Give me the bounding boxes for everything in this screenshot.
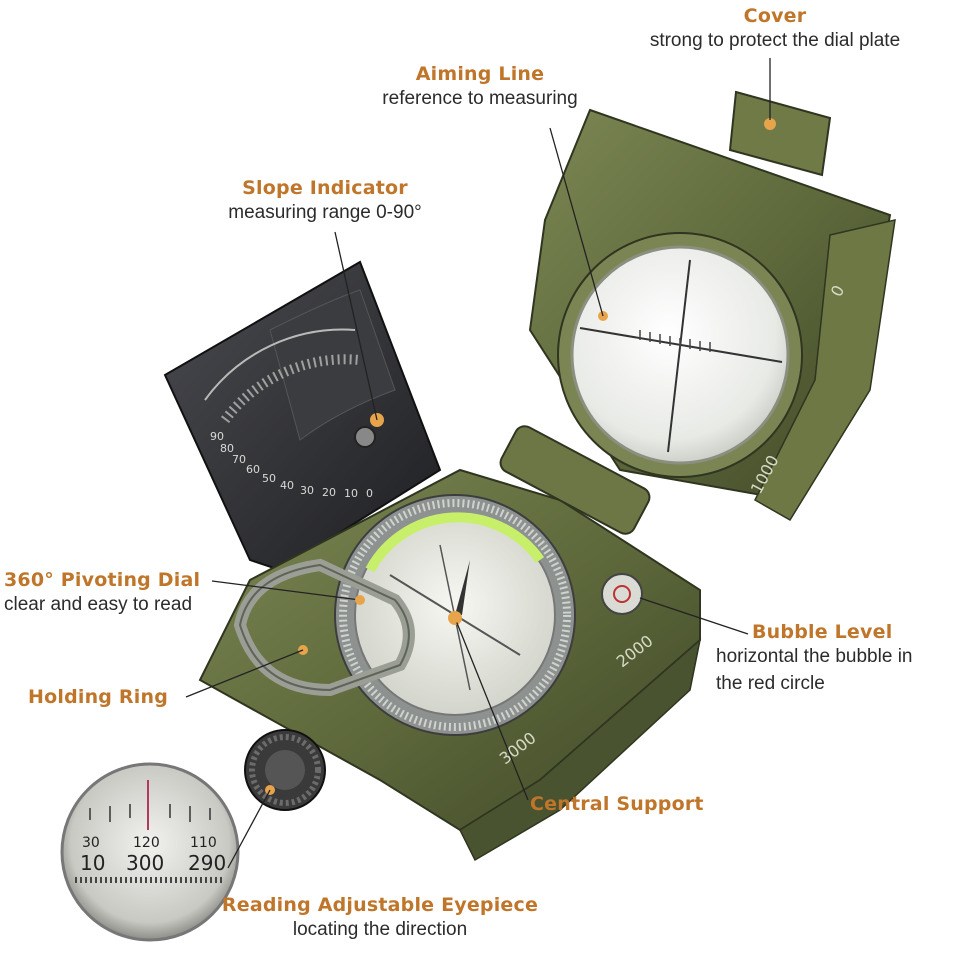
- callout-bubble-level-title: Bubble Level: [752, 621, 893, 643]
- callout-aiming-line-title: Aiming Line: [415, 63, 545, 85]
- clino-label-80: 80: [220, 442, 234, 455]
- eye-bottom-10: 10: [80, 851, 105, 875]
- callout-slope-indicator-title: Slope Indicator: [242, 177, 408, 199]
- callout-holding-ring-title: Holding Ring: [28, 686, 168, 708]
- clino-label-70: 70: [232, 453, 246, 466]
- callout-pivoting-dial-title: 360° Pivoting Dial: [4, 569, 201, 591]
- callout-bubble-level-desc-2: the red circle: [716, 673, 825, 694]
- eyepiece-scale: 30 120 110 10 300 290: [80, 835, 226, 875]
- leader-lines: [185, 58, 771, 869]
- callout-cover-title: Cover: [743, 5, 807, 27]
- clinometer-scale: 90 80 70 60 50 40 30 20 10 0: [210, 430, 373, 500]
- holding-ring: [233, 558, 415, 697]
- leader-dial: [211, 580, 361, 601]
- reticle-ticks: [639, 330, 711, 352]
- callout-bubble-level-desc-1: horizontal the bubble in: [716, 646, 913, 667]
- clino-label-60: 60: [246, 463, 260, 476]
- leader-eyepiece: [227, 789, 271, 869]
- clino-label-0: 0: [366, 487, 373, 500]
- leader-support: [454, 617, 529, 801]
- eye-top-30: 30: [82, 835, 100, 851]
- callout-bubble-level: Bubble Level horizontal the bubble in th…: [716, 621, 912, 697]
- eye-bottom-290: 290: [188, 851, 226, 875]
- callout-cover-desc: strong to protect the dial plate: [649, 30, 901, 51]
- callout-slope-indicator: Slope Indicator measuring range 0-90°: [190, 177, 460, 226]
- clino-label-20: 20: [322, 486, 336, 499]
- callout-eyepiece-desc: locating the direction: [292, 919, 468, 940]
- eye-bottom-300: 300: [126, 851, 164, 875]
- callout-slope-indicator-desc: measuring range 0-90°: [228, 202, 422, 223]
- leader-aiming: [549, 127, 604, 317]
- clino-label-40: 40: [280, 479, 294, 492]
- callout-aiming-line-desc: reference to measuring: [382, 88, 578, 109]
- callout-holding-ring: Holding Ring: [28, 686, 168, 708]
- bubble-level: [601, 573, 643, 615]
- callout-eyepiece-title: Reading Adjustable Eyepiece: [221, 894, 539, 916]
- eye-top-110: 110: [190, 835, 217, 851]
- clinometer-plate: [163, 260, 442, 572]
- leader-dots: [355, 595, 460, 623]
- eye-top-120: 120: [133, 835, 160, 851]
- leader-slope: [334, 231, 378, 421]
- eyepiece-knob: [244, 729, 326, 811]
- callout-central-support-title: Central Support: [530, 793, 704, 815]
- leader-bubble: [639, 597, 749, 635]
- leader-ring: [185, 649, 304, 698]
- clino-label-90: 90: [210, 430, 224, 443]
- callout-eyepiece: Reading Adjustable Eyepiece locating the…: [200, 894, 560, 943]
- eyepiece-inset: [60, 762, 240, 942]
- clino-label-10: 10: [344, 487, 358, 500]
- callout-cover: Cover strong to protect the dial plate: [600, 5, 950, 54]
- callout-aiming-line: Aiming Line reference to measuring: [345, 63, 615, 112]
- clino-label-50: 50: [262, 472, 276, 485]
- clino-label-30: 30: [300, 484, 314, 497]
- callout-pivoting-dial-desc: clear and easy to read: [4, 594, 193, 615]
- callout-central-support: Central Support: [530, 793, 704, 815]
- sighting-window: [557, 232, 803, 478]
- callout-pivoting-dial: 360° Pivoting Dial clear and easy to rea…: [4, 569, 200, 618]
